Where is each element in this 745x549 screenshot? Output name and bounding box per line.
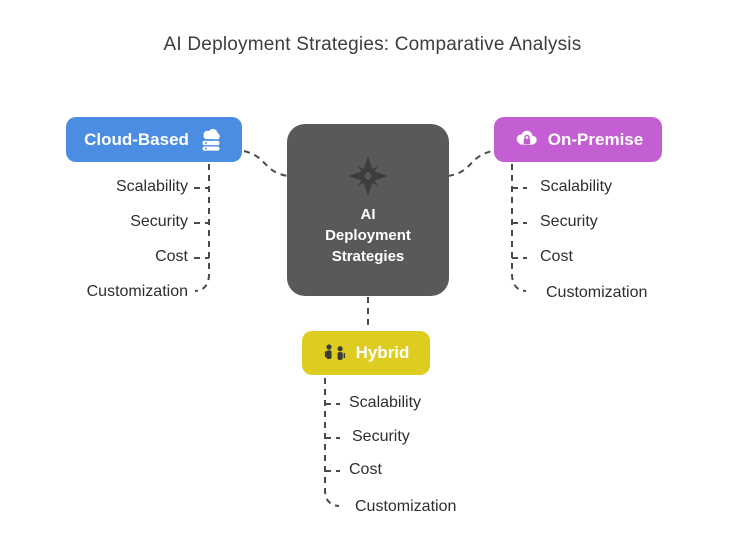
- center-node-ai-deployment: AI Deployment Strategies: [287, 124, 449, 296]
- branch-item: Customization: [86, 283, 188, 300]
- diagram-title: AI Deployment Strategies: Comparative An…: [163, 34, 582, 55]
- cloud-based-label: Cloud-Based: [84, 129, 189, 149]
- branch-item: Security: [540, 213, 598, 230]
- branch-item: Scalability: [540, 178, 613, 195]
- branch-item: Cost: [540, 248, 573, 265]
- cloud-lock-icon: [513, 127, 539, 153]
- branch-node-on-premise: On-Premise: [494, 117, 662, 162]
- branch-item: Scalability: [349, 394, 422, 411]
- connector-cloud-center: [243, 150, 289, 177]
- center-node-label: AI Deployment Strategies: [325, 205, 411, 265]
- tree-cloud-spine: [194, 164, 210, 292]
- branch-node-hybrid: Hybrid: [302, 331, 430, 375]
- branch-item: Customization: [546, 284, 648, 301]
- tree-hybrid-spine: [324, 378, 340, 507]
- tree-onprem-spine: [511, 164, 527, 292]
- compass-sparkle-icon: [346, 154, 390, 198]
- branch-item: Cost: [155, 248, 188, 265]
- on-premise-label: On-Premise: [547, 129, 644, 149]
- hybrid-figures-icon: [323, 341, 347, 365]
- cloud-server-icon: [198, 127, 224, 153]
- connector-onprem-center: [447, 150, 493, 177]
- branch-item: Scalability: [115, 178, 188, 195]
- branch-item: Security: [352, 428, 410, 445]
- branch-item: Security: [130, 213, 188, 230]
- branch-item: Cost: [349, 461, 382, 478]
- branch-node-cloud-based: Cloud-Based: [66, 117, 242, 162]
- branch-item: Customization: [355, 498, 457, 515]
- hybrid-label: Hybrid: [355, 343, 410, 362]
